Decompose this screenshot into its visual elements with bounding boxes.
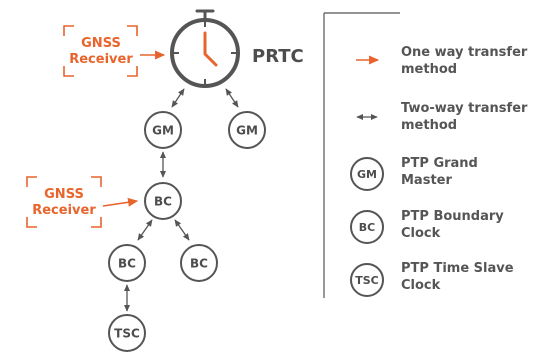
link-prtc-gm-left (171, 88, 185, 108)
legend-two-way-line2: method (401, 118, 457, 133)
legend-one-way-line1: One way transfer (401, 45, 528, 60)
gnss-receiver-line1: GNSS (81, 36, 121, 51)
node-tsc-label: TSC (114, 327, 140, 341)
legend-tsc-abbr: TSC (355, 274, 379, 287)
bracket-bottom-right (91, 217, 102, 228)
node-bc-mid: BC (144, 182, 182, 220)
legend-tsc-circle-icon (350, 263, 384, 297)
node-bc-left: BC (108, 244, 146, 282)
node-gm-left: GM (144, 111, 182, 149)
bracket-top-right (91, 176, 102, 187)
node-gm-right-label: GM (236, 124, 258, 138)
bracket-bottom-right (127, 66, 138, 77)
legend-gm-circle-icon (350, 157, 384, 191)
stopwatch-clock-icon (170, 9, 240, 88)
node-bc-right: BC (180, 244, 218, 282)
legend-one-way-line2: method (401, 62, 457, 77)
gnss-receiver-line2: Receiver (32, 203, 96, 218)
legend-gm-line2: Master (401, 173, 452, 188)
gnss-receiver-line1: GNSS (44, 187, 84, 202)
legend-gm-line1: PTP Grand (401, 156, 478, 171)
legend-tsc-line1: PTP Time Slave (401, 261, 514, 276)
legend-tsc-line2: Clock (401, 278, 441, 293)
one-way-arrow-gnss-to-bc (102, 197, 139, 207)
gnss-receiver-bottom: GNSS Receiver (26, 176, 102, 228)
bracket-top-right (127, 25, 138, 36)
link-prtc-gm-right (225, 88, 239, 108)
bracket-top-left (26, 176, 37, 187)
legend-gm-abbr: GM (357, 168, 377, 181)
bracket-bottom-left (63, 66, 74, 77)
node-gm-right: GM (228, 111, 266, 149)
legend-bc-abbr: BC (359, 221, 375, 234)
bracket-top-left (63, 25, 74, 36)
legend-two-way-line1: Two-way transfer (401, 101, 528, 116)
legend-bc-line2: Clock (401, 226, 441, 241)
node-bc-right-label: BC (190, 257, 208, 271)
clock-hands (203, 31, 218, 67)
node-tsc: TSC (108, 314, 146, 352)
legend-bc-line1: PTP Boundary (401, 209, 504, 224)
gnss-receiver-top: GNSS Receiver (63, 25, 138, 77)
node-gm-left-label: GM (152, 124, 174, 138)
link-bc-mid-bc-left (137, 219, 153, 241)
node-bc-left-label: BC (118, 257, 136, 271)
prtc-label: PRTC (252, 46, 304, 67)
legend-bc-circle-icon (350, 210, 384, 244)
gnss-receiver-line2: Receiver (69, 52, 133, 67)
node-bc-mid-label: BC (154, 195, 172, 209)
link-bc-mid-bc-right (174, 219, 190, 241)
legend: One way transfer method Two-way transfer… (323, 12, 528, 298)
bracket-bottom-left (26, 217, 37, 228)
